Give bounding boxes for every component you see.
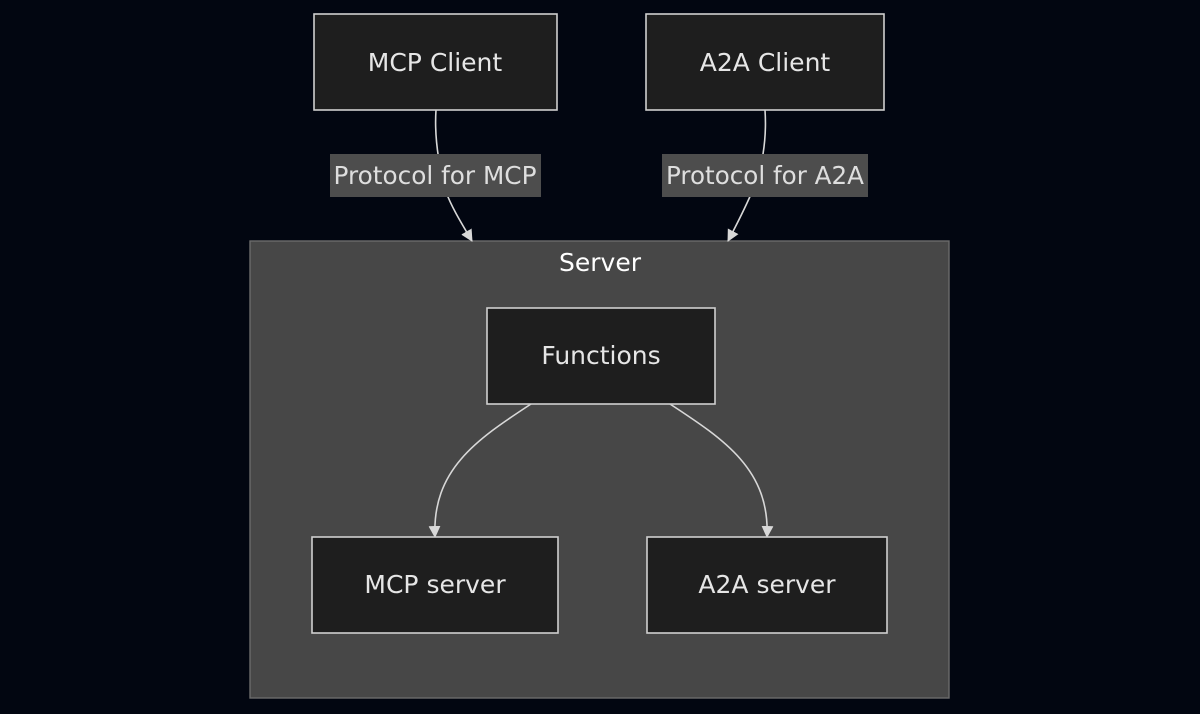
server-cluster-title: Server xyxy=(559,248,642,277)
node-mcp-server-label: MCP server xyxy=(364,570,506,599)
node-functions: Functions xyxy=(486,307,716,405)
node-a2a-client-label: A2A Client xyxy=(700,48,831,77)
edge-label-a2a: Protocol for A2A xyxy=(662,154,868,197)
edge-label-mcp-bg xyxy=(330,154,541,197)
node-a2a-server-label: A2A server xyxy=(698,570,836,599)
node-mcp-client-label: MCP Client xyxy=(368,48,503,77)
edge-label-a2a-bg xyxy=(662,154,868,197)
edge-functions-to-a2a-server xyxy=(669,403,774,538)
edge-functions-to-mcp-server xyxy=(428,403,532,538)
node-a2a-client: A2A Client xyxy=(645,13,885,111)
edge-label-mcp: Protocol for MCP xyxy=(330,154,541,197)
edge-label-mcp-text: Protocol for MCP xyxy=(334,161,537,190)
node-functions-label: Functions xyxy=(541,341,660,370)
node-functions-box xyxy=(486,307,716,405)
node-mcp-server: MCP server xyxy=(311,536,559,634)
edge-label-a2a-text: Protocol for A2A xyxy=(666,161,864,190)
node-a2a-client-box xyxy=(645,13,885,111)
node-a2a-server: A2A server xyxy=(646,536,888,634)
node-mcp-client: MCP Client xyxy=(313,13,558,111)
node-mcp-client-box xyxy=(313,13,558,111)
node-mcp-server-box xyxy=(311,536,559,634)
node-a2a-server-box xyxy=(646,536,888,634)
